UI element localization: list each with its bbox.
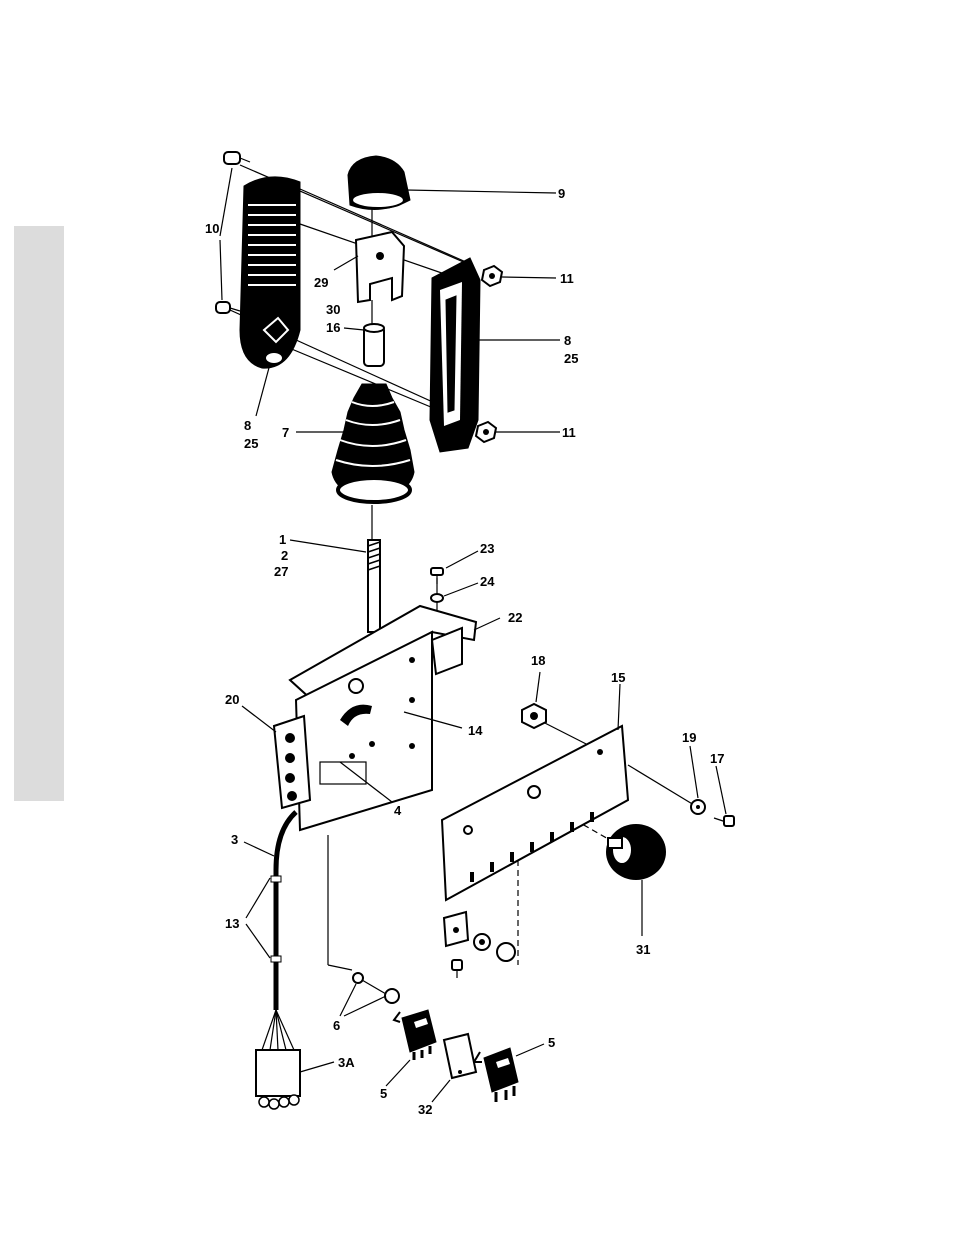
main-plate-14 <box>290 606 476 830</box>
microswitch-5-right <box>474 1048 518 1102</box>
callout-8-right: 8 <box>564 333 571 348</box>
nut-11-bottom <box>476 422 496 442</box>
callout-22: 22 <box>508 610 522 625</box>
callout-7: 7 <box>282 425 289 440</box>
callout-25-right: 25 <box>564 351 578 366</box>
mounting-hardware <box>444 912 515 978</box>
screw-17 <box>714 816 734 826</box>
callout-11-top: 11 <box>560 271 574 286</box>
nut-11-top <box>482 266 502 286</box>
callout-3: 3 <box>231 832 238 847</box>
screw-6 <box>353 973 399 1003</box>
callout-14: 14 <box>468 723 483 738</box>
microswitch-5-left <box>394 1010 436 1060</box>
potentiometer-31 <box>606 824 666 880</box>
insulator-32 <box>444 1034 476 1078</box>
callout-19: 19 <box>682 730 696 745</box>
callout-9: 9 <box>558 186 565 201</box>
screw-10-top <box>224 152 250 164</box>
callout-5-right: 5 <box>548 1035 555 1050</box>
callout-27: 27 <box>274 564 288 579</box>
knob-9 <box>348 156 410 209</box>
callout-23: 23 <box>480 541 494 556</box>
callout-11-bottom: 11 <box>562 425 576 440</box>
spacer-16 <box>364 324 384 366</box>
callout-25-left: 25 <box>244 436 258 451</box>
callout-29: 29 <box>314 275 328 290</box>
callout-15: 15 <box>611 670 625 685</box>
callout-10: 10 <box>205 221 219 236</box>
screw-10-bottom <box>216 302 240 313</box>
stick-1 <box>368 540 380 632</box>
grip-left-half <box>240 177 300 368</box>
callout-2: 2 <box>281 548 288 563</box>
washer-24 <box>431 594 443 602</box>
bracket-29 <box>356 232 404 302</box>
cable-3 <box>262 812 296 1050</box>
callout-3A: 3A <box>338 1055 355 1070</box>
callout-8-left: 8 <box>244 418 251 433</box>
callout-17: 17 <box>710 751 724 766</box>
callout-31: 31 <box>636 942 650 957</box>
callout-1: 1 <box>279 532 286 547</box>
callout-18: 18 <box>531 653 545 668</box>
grip-right-half <box>430 258 480 452</box>
callout-6: 6 <box>333 1018 340 1033</box>
connector-3A <box>256 1050 300 1109</box>
washer-19 <box>691 800 705 814</box>
callout-16: 16 <box>326 320 340 335</box>
callout-4: 4 <box>394 803 402 818</box>
circuit-board-15 <box>442 726 628 900</box>
nut-18 <box>522 704 546 728</box>
terminal-strip-20 <box>274 716 310 808</box>
callout-32: 32 <box>418 1102 432 1117</box>
boot-7 <box>332 384 414 502</box>
screw-23 <box>431 568 443 584</box>
callout-13: 13 <box>225 916 239 931</box>
callout-24: 24 <box>480 574 495 589</box>
callout-30: 30 <box>326 302 340 317</box>
callout-20: 20 <box>225 692 239 707</box>
callout-5-left: 5 <box>380 1086 387 1101</box>
